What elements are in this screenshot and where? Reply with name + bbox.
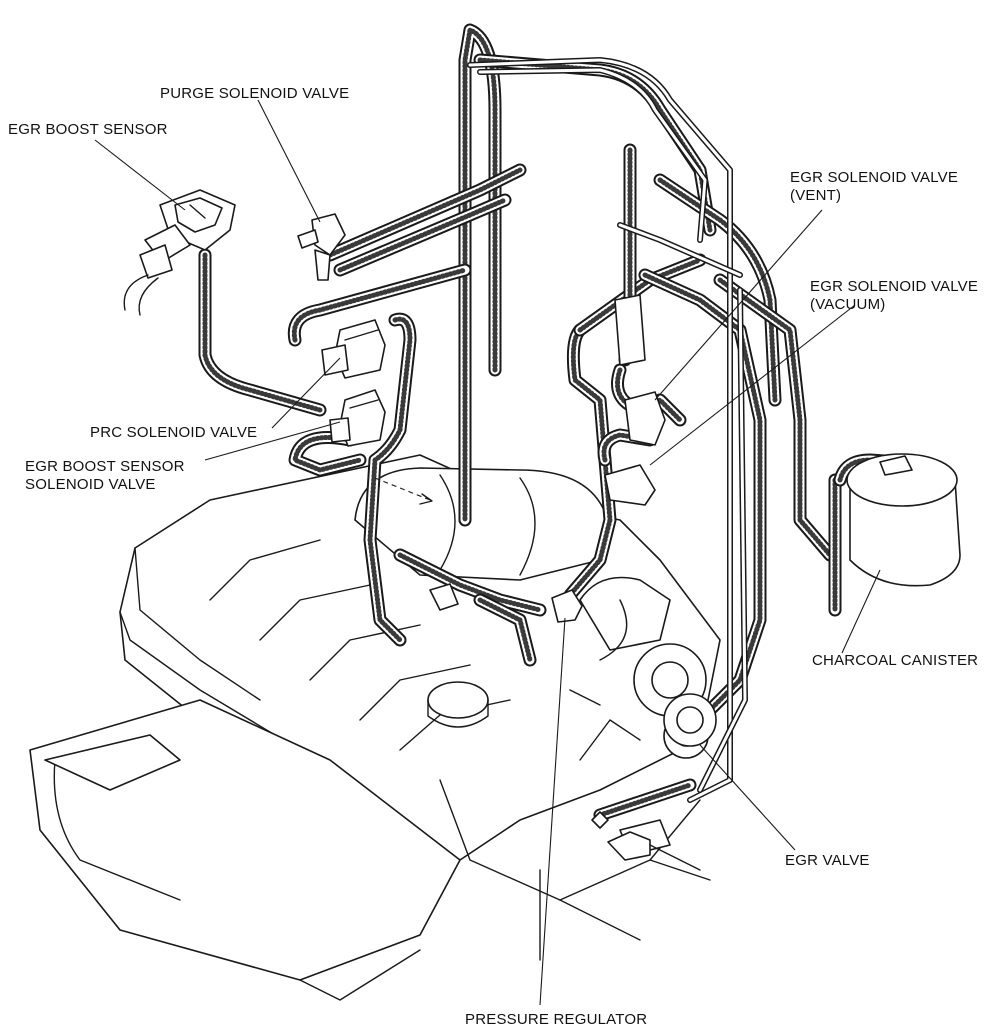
label-egr-solenoid-vacuum-line1: EGR SOLENOID VALVE xyxy=(810,278,979,295)
egr-solenoid-vacuum-part xyxy=(604,294,656,506)
egr-solenoid-vent-part xyxy=(624,391,666,446)
label-prc-solenoid-valve: PRC SOLENOID VALVE xyxy=(90,424,258,441)
label-egr-solenoid-vent-line2: (VENT) xyxy=(790,187,842,204)
egr-valve-part xyxy=(591,693,717,829)
purge-solenoid-part xyxy=(297,213,346,281)
label-purge-solenoid-valve: PURGE SOLENOID VALVE xyxy=(160,85,350,102)
bottom-sensor-part xyxy=(607,831,701,871)
dashed-arrow-head xyxy=(419,493,433,505)
pressure-regulator-part xyxy=(429,583,583,623)
egr-boost-sensor-solenoid-part xyxy=(329,389,386,447)
egr-boost-sensor-part xyxy=(123,189,236,316)
label-pressure-regulator: PRESSURE REGULATOR xyxy=(465,1011,648,1028)
label-egr-boost-sensor: EGR BOOST SENSOR xyxy=(8,121,168,138)
label-egr-boost-sensor-solenoid-line1: EGR BOOST SENSOR xyxy=(25,458,185,475)
label-egr-solenoid-vacuum-line2: (VACUUM) xyxy=(810,296,886,313)
leader-lines xyxy=(94,99,881,1006)
charcoal-canister-part xyxy=(846,453,961,587)
vacuum-hoses xyxy=(198,23,907,822)
prc-solenoid-part xyxy=(321,319,386,379)
label-charcoal-canister: CHARCOAL CANISTER xyxy=(812,652,979,669)
dashed-arrow xyxy=(374,477,431,501)
metal-vacuum-lines xyxy=(467,57,748,803)
label-egr-valve: EGR VALVE xyxy=(785,852,870,869)
label-egr-boost-sensor-solenoid-line2: SOLENOID VALVE xyxy=(25,476,156,493)
label-egr-solenoid-vent-line1: EGR SOLENOID VALVE xyxy=(790,169,959,186)
